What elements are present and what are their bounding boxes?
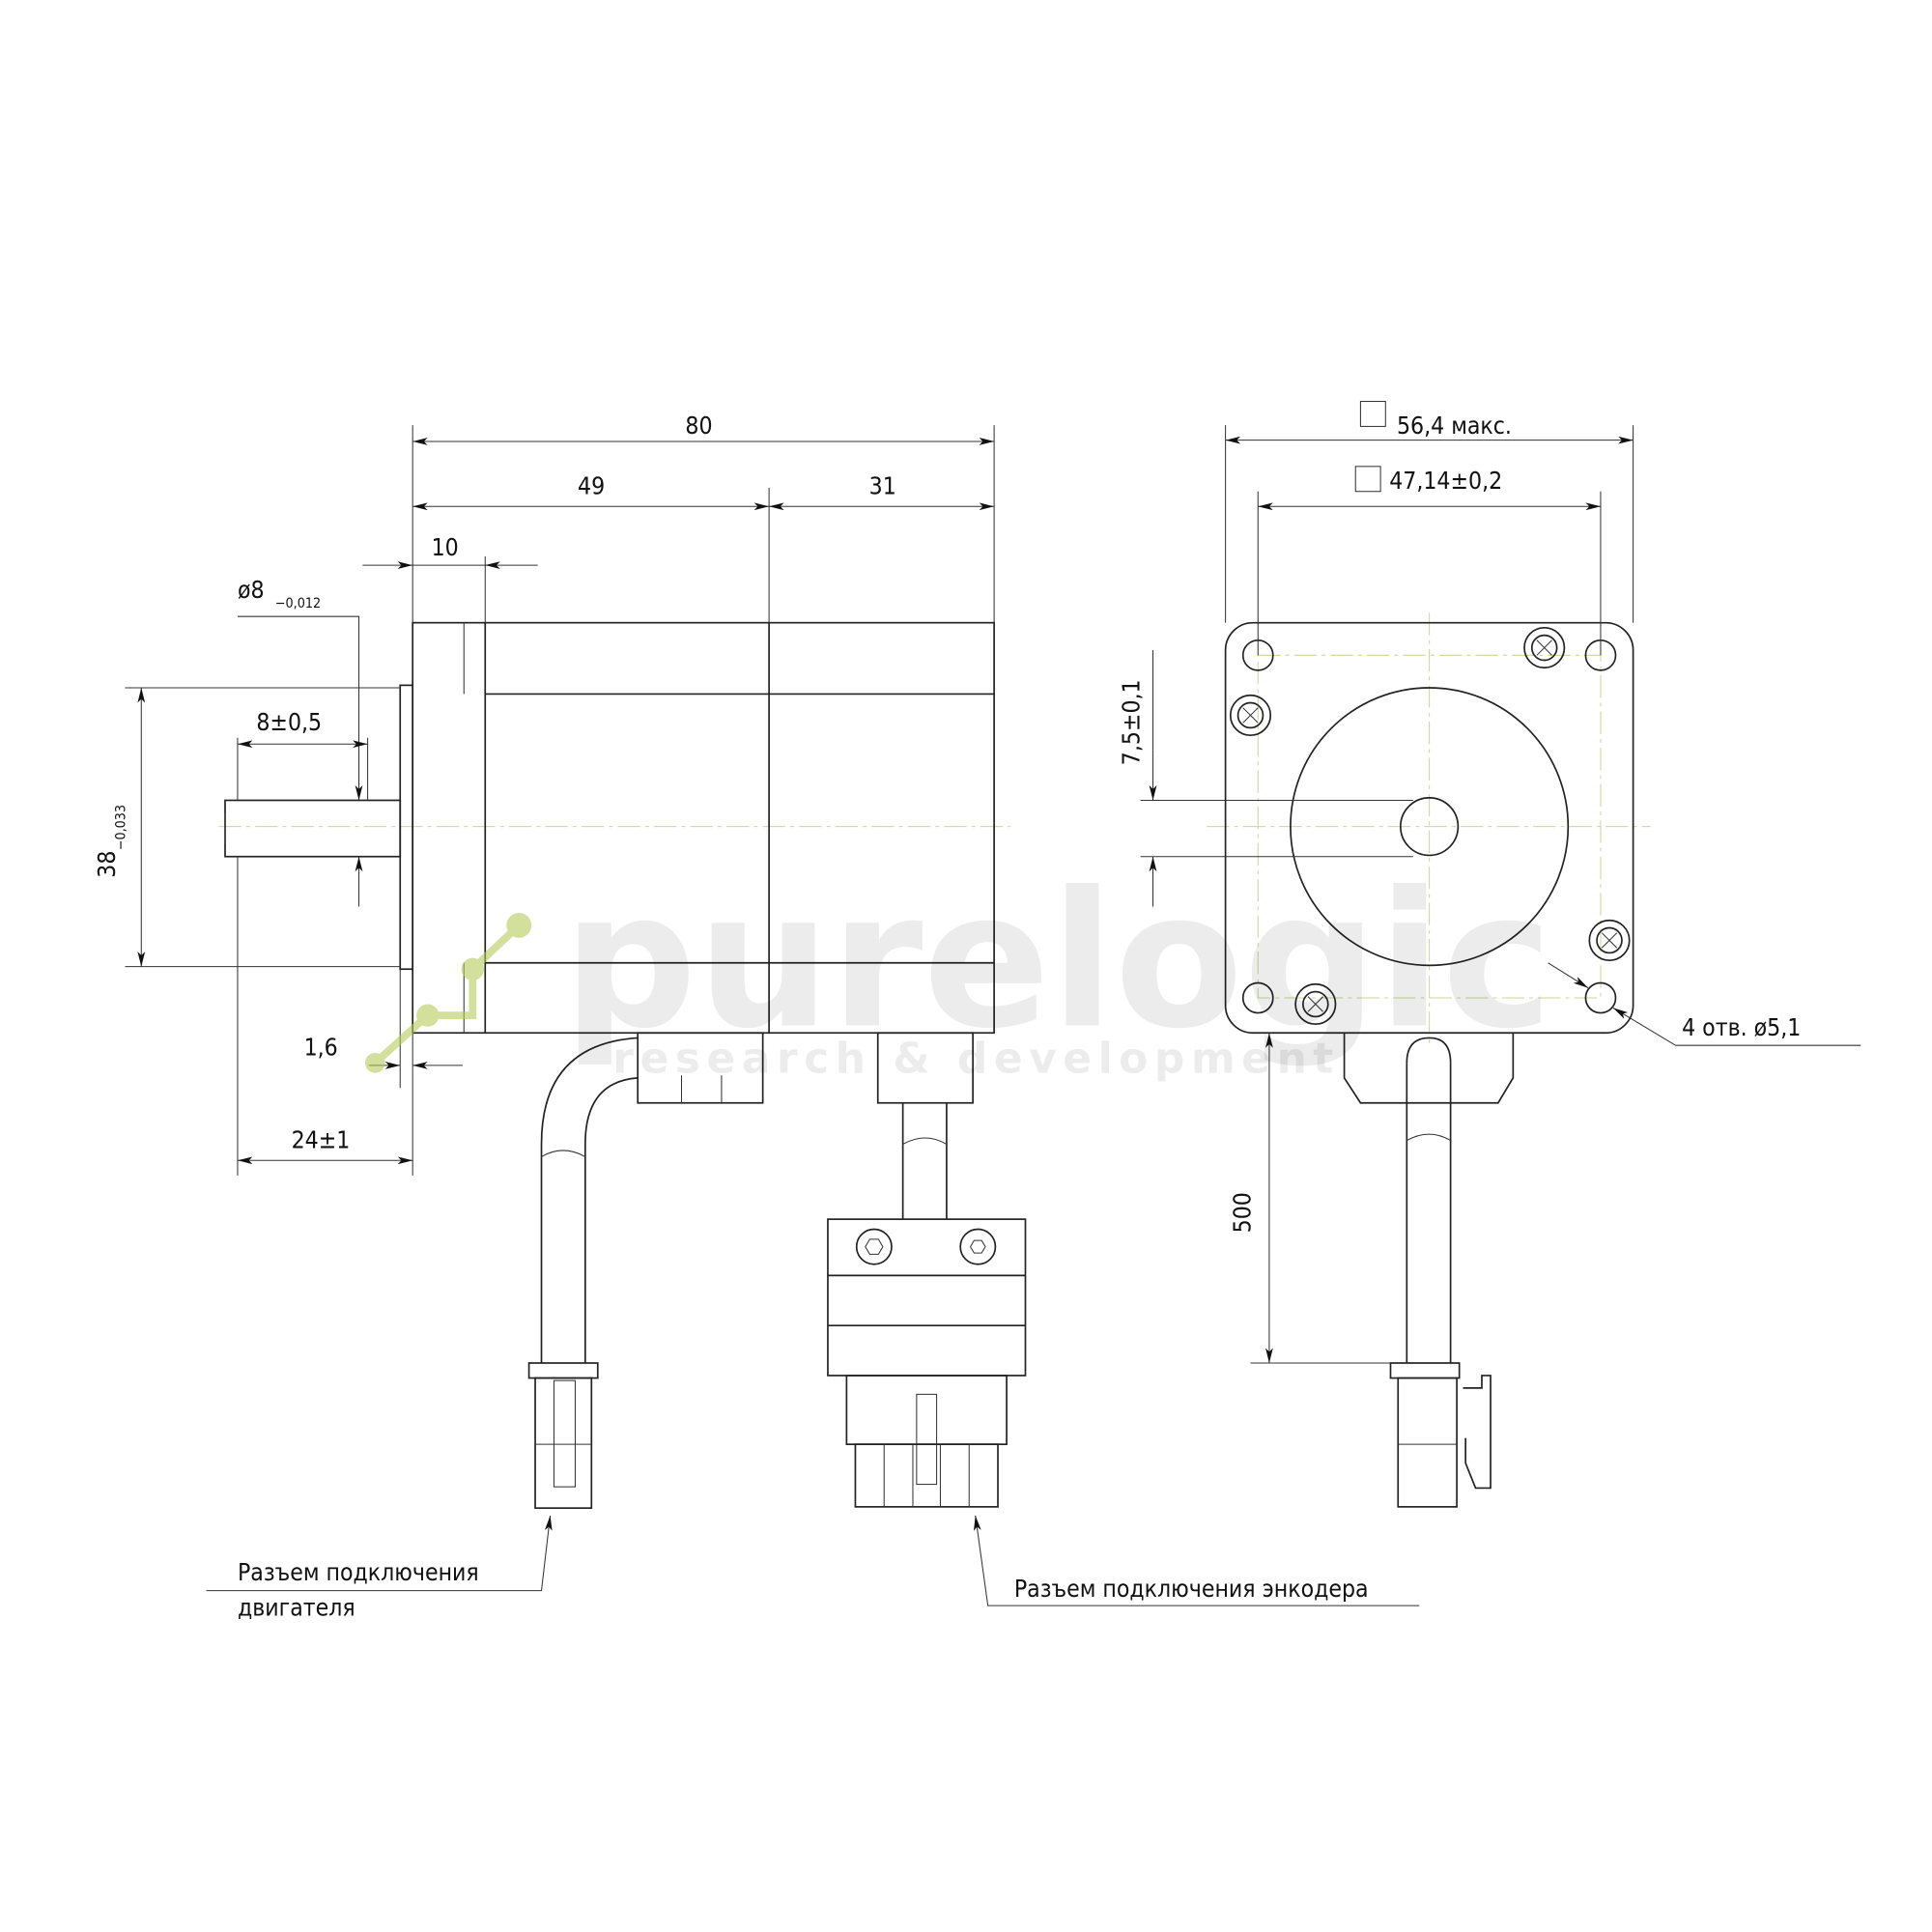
watermark-tagline: research & development	[612, 1035, 1339, 1084]
dim-pilot-tol: −0,033	[113, 805, 128, 850]
dim-shaft-diameter: ø8	[238, 576, 265, 604]
screw-icon	[1229, 626, 1631, 1026]
dim-holes: 4 отв. ø5,1	[1682, 1013, 1801, 1041]
motor-connector-label-1: Разъем подключения	[238, 1558, 479, 1586]
square-symbol-icon	[1354, 466, 1381, 493]
hex-screw-icon	[855, 1228, 893, 1265]
front-view	[1140, 612, 1651, 1508]
dim-flat-length: 8±0,5	[256, 708, 322, 736]
dim-1-6: 1,6	[304, 1034, 338, 1062]
dim-cable-length: 500	[1228, 1192, 1256, 1233]
dim-flange-square: 56,4 макс.	[1397, 412, 1512, 440]
dim-shaft-diameter-tol: −0,012	[275, 596, 321, 611]
dim-10: 10	[432, 533, 459, 561]
dim-pilot-diameter: 38	[93, 851, 121, 878]
front-dimensions: 56,4 макс. 47,14±0,2 7,5±0,1 500 4 отв. …	[1117, 401, 1861, 1364]
hex-screw-icon	[959, 1228, 997, 1265]
dim-shaft-length: 24±1	[292, 1125, 351, 1153]
watermark-logo: purelogic research & development	[364, 851, 1553, 1084]
encoder-connector-label: Разъем подключения энкодера	[1014, 1575, 1369, 1603]
dim-80: 80	[685, 412, 712, 440]
dim-hole-spacing: 47,14±0,2	[1389, 467, 1502, 495]
dim-49: 49	[578, 471, 605, 499]
watermark-brand: purelogic	[563, 851, 1553, 1069]
dim-shaft-flat: 7,5±0,1	[1117, 679, 1145, 765]
dim-31: 31	[869, 471, 896, 499]
callouts: Разъем подключения двигателя Разъем подк…	[206, 1515, 1420, 1621]
logo-mark-icon	[364, 912, 532, 1073]
side-view	[218, 621, 1027, 1510]
side-dimensions: 80 49 31 10 ø8 −0,012 8±0,5 38−0,033 1,6…	[93, 412, 995, 1176]
motor-connector-label-2: двигателя	[238, 1593, 355, 1621]
square-symbol-icon	[1359, 401, 1386, 427]
